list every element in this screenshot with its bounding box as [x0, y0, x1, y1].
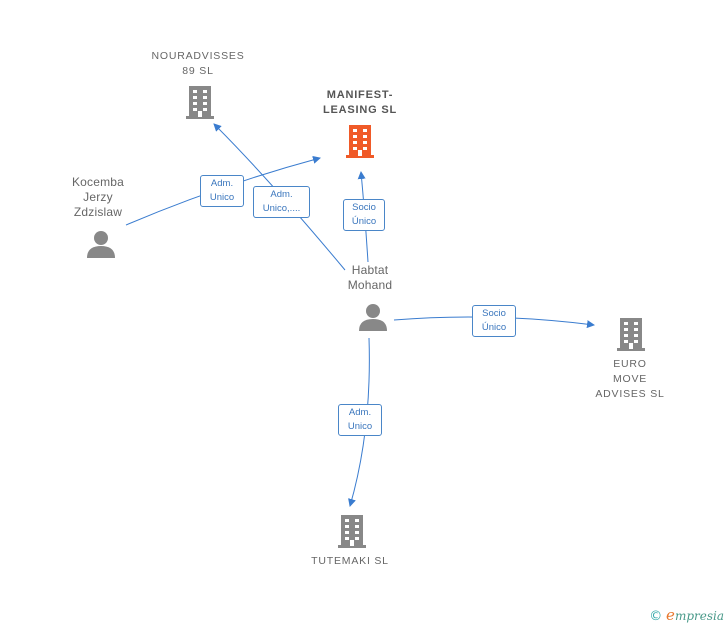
copyright-icon: © — [649, 609, 663, 624]
node-label-kocemba[interactable]: Kocemba Jerzy Zdzislaw — [71, 175, 125, 219]
node-label-tutemaki[interactable]: TUTEMAKI SL — [311, 555, 389, 567]
node-label-euro-move[interactable]: EURO MOVE ADVISES SL — [595, 358, 665, 400]
edge-label-habtat-manifest[interactable]: Socio Único — [343, 199, 385, 231]
person-icon[interactable] — [87, 231, 115, 258]
brand-name: mpresia — [674, 609, 724, 623]
node-label-manifest-leasing[interactable]: MANIFEST- LEASING SL — [322, 89, 397, 116]
edge-label-kocemba-manifest[interactable]: Adm. Unico — [200, 175, 244, 207]
building-icon[interactable] — [617, 318, 645, 351]
building-icon[interactable] — [186, 86, 214, 119]
edge-label-habtat-nouradvisses[interactable]: Adm. Unico,.... — [253, 186, 310, 218]
brand-initial: e — [666, 606, 675, 624]
edge-label-habtat-tutemaki[interactable]: Adm. Unico — [338, 404, 382, 436]
building-icon-highlight[interactable] — [346, 125, 374, 158]
empresia-logo[interactable]: © empresia — [649, 606, 724, 624]
node-label-habtat[interactable]: Habtat Mohand — [347, 263, 393, 292]
edge-label-habtat-euro[interactable]: Socio Único — [472, 305, 516, 337]
person-icon[interactable] — [359, 304, 387, 331]
node-label-nouradvisses[interactable]: NOURADVISSES 89 SL — [151, 50, 245, 77]
building-icon[interactable] — [338, 515, 366, 548]
